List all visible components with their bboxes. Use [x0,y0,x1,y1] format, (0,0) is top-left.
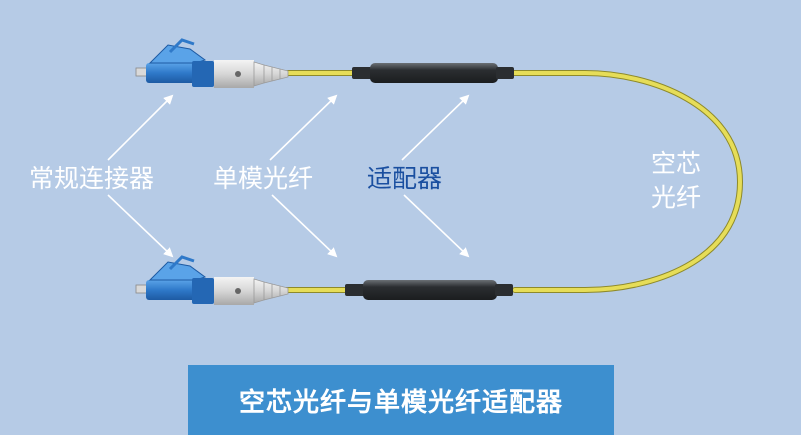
label-adapter: 适配器 [367,164,443,193]
connector-top [135,38,289,88]
caption-bar: 空芯光纤与单模光纤适配器 [188,365,614,435]
arrow-smf-up [269,94,338,161]
label-hollow-core-fiber: 空芯 光纤 [651,147,701,215]
arrow-adapter-up [401,94,470,161]
label-connector: 常规连接器 [29,164,155,193]
caption-title: 空芯光纤与单模光纤适配器 [238,387,563,418]
arrow-smf-down [271,194,338,258]
adapter-bottom [345,280,513,300]
label-hollow-core-line1: 空芯 [651,149,702,178]
fiber-cable [282,70,744,293]
arrow-connector-down [107,194,174,258]
arrow-connector-up [107,94,174,161]
arrow-adapter-down [403,194,470,258]
connector-bottom [135,255,289,305]
pointer-arrows [107,94,470,258]
label-single-mode-fiber: 单模光纤 [213,164,314,193]
label-hollow-core-line2: 光纤 [651,183,702,212]
adapter-top [352,63,514,83]
